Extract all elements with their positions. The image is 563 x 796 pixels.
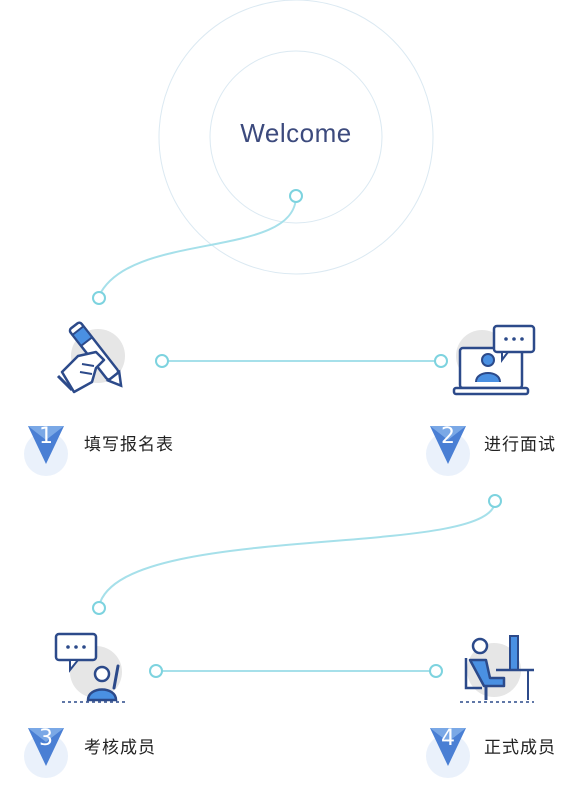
step-3-badge-icon (24, 728, 68, 778)
connector-dot (149, 664, 163, 678)
step-3-label: 考核成员 (84, 738, 156, 758)
connector-step2-step3 (98, 500, 496, 607)
step-1-label: 填写报名表 (84, 435, 174, 455)
step-2-number: 2 (441, 424, 455, 449)
person-raising-hand-icon (54, 632, 128, 703)
step-2-label: 进行面试 (484, 435, 556, 455)
welcome-title: Welcome (240, 118, 352, 148)
connector-dot (155, 354, 169, 368)
connector-welcome-step1 (98, 195, 297, 297)
laptop-chat-icon (452, 324, 536, 396)
pen-hand-icon (56, 321, 125, 394)
connector-dot (289, 189, 303, 203)
step-4-number: 4 (441, 726, 455, 751)
connector-dot (92, 601, 106, 615)
step-2-badge-icon (426, 426, 470, 476)
person-at-desk-icon (460, 635, 534, 703)
connector-dot (429, 664, 443, 678)
connector-dot (488, 494, 502, 508)
connector-dot (92, 291, 106, 305)
step-1-number: 1 (39, 424, 53, 449)
connector-dot (434, 354, 448, 368)
step-4-label: 正式成员 (484, 738, 556, 758)
step-1-badge-icon (24, 426, 68, 476)
step-3-number: 3 (39, 726, 53, 751)
step-4-badge-icon (426, 728, 470, 778)
inner-ring (209, 50, 383, 224)
outer-ring (158, 0, 434, 275)
